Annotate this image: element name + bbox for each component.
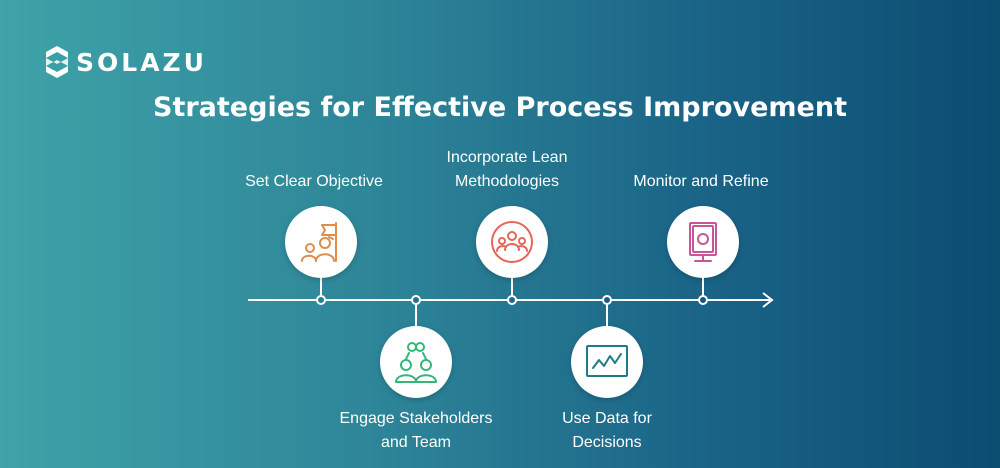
timeline-node-4 [602, 295, 612, 305]
step-5-label: Monitor and Refine [601, 170, 801, 194]
team-flag-icon [301, 222, 337, 262]
step-2-label-line-2: and Team [381, 434, 451, 451]
step-4-label-line-1: Use Data for [562, 410, 652, 427]
step-4-label: Use Data for Decisions [507, 407, 707, 455]
step-4-label-line-2: Decisions [572, 434, 642, 451]
step-3-label-line-1: Incorporate Lean [446, 149, 568, 166]
brand-logo: SOLAZU [46, 46, 207, 78]
step-2-label-line-1: Engage Stakeholders [339, 410, 493, 427]
data-chart-icon [586, 345, 628, 377]
stakeholders-icon [395, 342, 437, 383]
step-5-icon-circle [667, 206, 739, 278]
step-2-label: Engage Stakeholders and Team [316, 407, 516, 455]
step-3-label-line-2: Methodologies [454, 173, 560, 190]
timeline-arrow-icon [762, 292, 774, 308]
step-3-label: Incorporate Lean Methodologies [407, 146, 607, 194]
timeline-node-2 [411, 295, 421, 305]
step-5-label-line-1: Monitor and Refine [633, 173, 769, 190]
solazu-s-logo-icon [46, 46, 68, 78]
group-circle-icon [491, 221, 533, 263]
step-1-label-line-1: Set Clear Objective [245, 173, 383, 190]
step-3-icon-circle [476, 206, 548, 278]
timeline-node-3 [507, 295, 517, 305]
timeline-node-1 [316, 295, 326, 305]
page-title: Strategies for Effective Process Improve… [153, 92, 847, 123]
timeline-node-5 [698, 295, 708, 305]
monitor-icon [689, 222, 717, 262]
step-2-icon-circle [380, 326, 452, 398]
step-4-icon-circle [571, 326, 643, 398]
step-1-icon-circle [285, 206, 357, 278]
brand-name: SOLAZU [76, 47, 207, 77]
step-1-label: Set Clear Objective [214, 170, 414, 194]
